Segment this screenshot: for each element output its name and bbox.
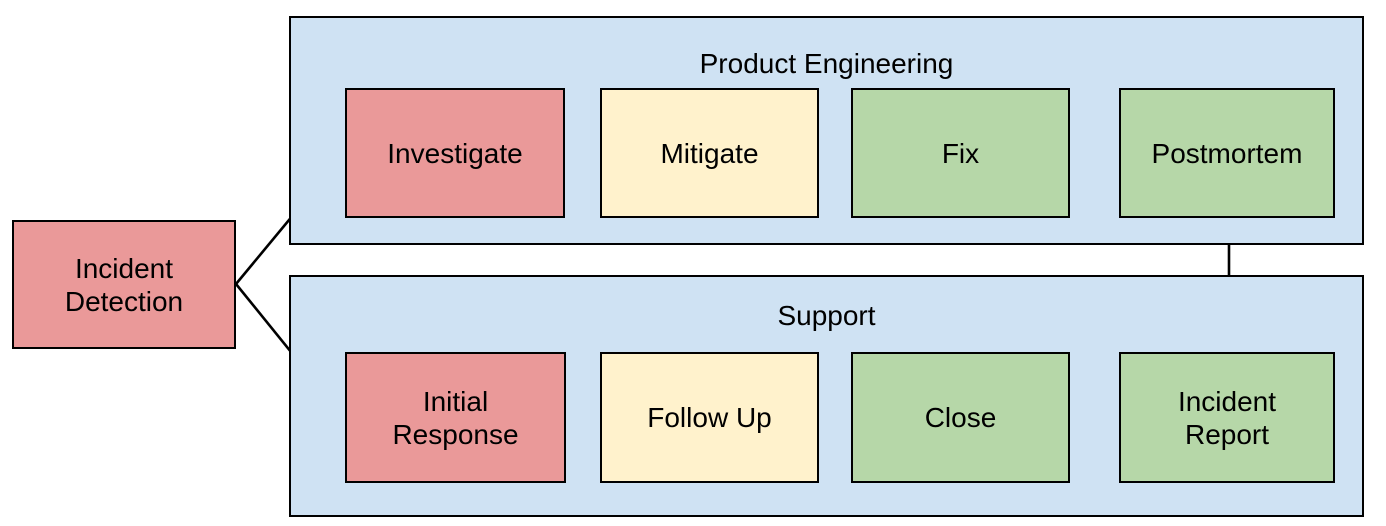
node-follow-up-label: Follow Up xyxy=(647,402,772,433)
node-incident-detection-label-line2: Detection xyxy=(64,285,184,317)
node-fix[interactable]: Fix xyxy=(851,88,1070,218)
node-initial-response-label-line2: Response xyxy=(392,418,519,450)
node-investigate[interactable]: Investigate xyxy=(345,88,565,218)
node-fix-label: Fix xyxy=(941,137,980,169)
node-incident-report-label-line1: Incident xyxy=(1177,385,1277,417)
node-close[interactable]: Close xyxy=(851,352,1070,483)
swimlane-title-product-engineering: Product Engineering xyxy=(699,48,954,79)
node-mitigate[interactable]: Mitigate xyxy=(600,88,819,218)
node-incident-detection-label: Incident Detection xyxy=(65,252,183,318)
node-incident-report-label-line2: Report xyxy=(1184,418,1270,450)
node-postmortem[interactable]: Postmortem xyxy=(1119,88,1335,218)
node-initial-response[interactable]: Initial Response xyxy=(345,352,566,483)
node-incident-detection[interactable]: Incident Detection xyxy=(12,220,236,349)
node-incident-report-label: Incident Report xyxy=(1178,385,1276,451)
node-investigate-label: Investigate xyxy=(387,137,523,169)
node-postmortem-label: Postmortem xyxy=(1151,137,1303,169)
node-incident-report[interactable]: Incident Report xyxy=(1119,352,1335,483)
node-close-label: Close xyxy=(924,402,997,433)
node-initial-response-label: Initial Response xyxy=(392,385,518,451)
node-follow-up[interactable]: Follow Up xyxy=(600,352,819,483)
node-incident-detection-label-line1: Incident xyxy=(74,252,174,284)
node-mitigate-label: Mitigate xyxy=(660,137,759,169)
node-initial-response-label-line1: Initial xyxy=(422,385,489,417)
swimlane-title-support: Support xyxy=(777,300,876,331)
